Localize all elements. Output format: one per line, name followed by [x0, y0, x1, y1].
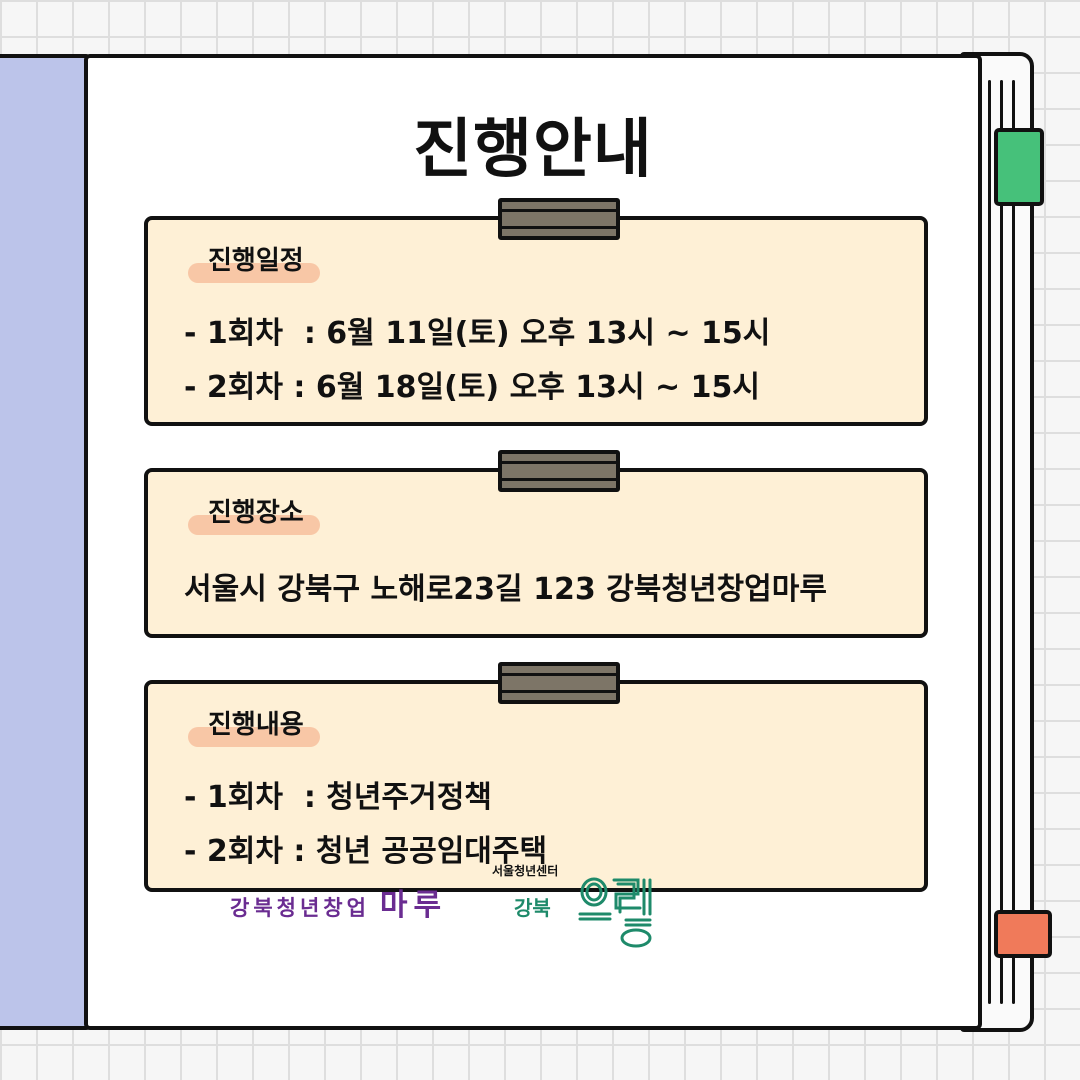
schedule-card: 진행일정 - 1회차 : 6월 11일(토) 오후 13시 ~ 15시 - 2회… — [144, 198, 928, 426]
content-label-text: 진행내용 — [208, 710, 304, 740]
oraeng-logo-district: 강북 — [514, 896, 551, 920]
content-line-2: - 2회차 : 청년 공공임대주택 — [184, 834, 548, 869]
content-card: 진행내용 - 1회차 : 청년주거정책 - 2회차 : 청년 공공임대주택 — [144, 662, 928, 892]
location-label-text: 진행장소 — [208, 498, 304, 528]
notebook-page: 진행안내 진행일정 - 1회차 : 6월 11일(토) 오후 13시 ~ 15시… — [84, 54, 982, 1030]
oraeng-logo-mark — [578, 877, 652, 948]
tape-decoration — [498, 662, 620, 704]
schedule-line-2: - 2회차 : 6월 18일(토) 오후 13시 ~ 15시 — [184, 370, 760, 405]
maru-logo: 강북청년창업 마루 — [230, 880, 447, 924]
schedule-line-1: - 1회차 : 6월 11일(토) 오후 13시 ~ 15시 — [184, 316, 771, 351]
orange-tab-marker — [994, 910, 1052, 958]
page-edge-line — [988, 80, 991, 1004]
schedule-label-text: 진행일정 — [208, 246, 304, 276]
tape-decoration — [498, 198, 620, 240]
content-label: 진행내용 — [188, 704, 320, 747]
location-label: 진행장소 — [188, 492, 320, 535]
oraeng-logo-small-text: 서울청년센터 — [492, 864, 559, 878]
label-highlight — [188, 727, 320, 747]
location-line: 서울시 강북구 노해로23길 123 강북청년창업마루 — [184, 572, 827, 607]
green-tab-marker — [994, 128, 1044, 206]
notebook-spine — [0, 54, 92, 1030]
page-edge-line — [1012, 80, 1015, 1004]
oraeng-logo: 서울청년센터 강북 — [492, 862, 652, 948]
maru-logo-big-text: 마루 — [379, 888, 448, 923]
schedule-label: 진행일정 — [188, 240, 320, 283]
tape-decoration — [498, 450, 620, 492]
page-title: 진행안내 — [413, 113, 653, 187]
page-edge-line — [1000, 80, 1003, 1004]
content-line-1: - 1회차 : 청년주거정책 — [184, 780, 492, 815]
maru-logo-small-text: 강북청년창업 — [230, 896, 370, 920]
label-highlight — [188, 515, 320, 535]
label-highlight — [188, 263, 320, 283]
location-card: 진행장소 서울시 강북구 노해로23길 123 강북청년창업마루 — [144, 450, 928, 638]
